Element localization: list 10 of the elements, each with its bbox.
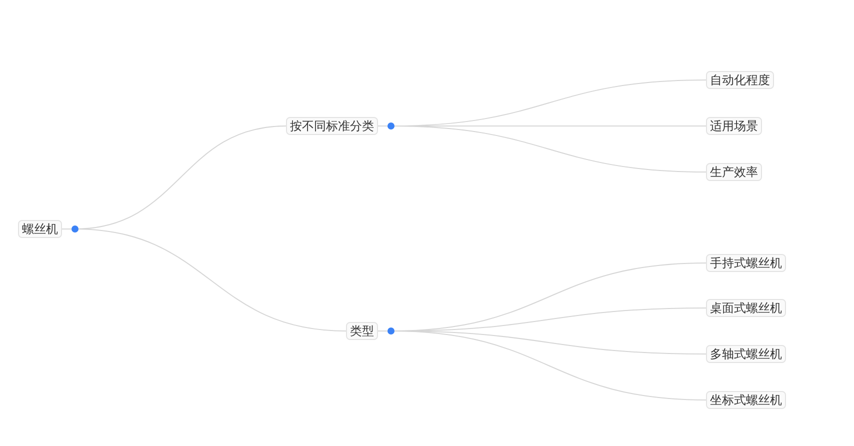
topic-label: 按不同标准分类 bbox=[286, 117, 378, 135]
topic-label: 自动化程度 bbox=[706, 71, 774, 89]
topic-label: 螺丝机 bbox=[18, 220, 62, 238]
topic-label: 手持式螺丝机 bbox=[706, 254, 786, 272]
topic-label: 生产效率 bbox=[706, 163, 762, 181]
topic-label: 适用场景 bbox=[706, 117, 762, 135]
topic-label: 类型 bbox=[346, 322, 378, 340]
topic-label: 桌面式螺丝机 bbox=[706, 299, 786, 317]
topic-label: 多轴式螺丝机 bbox=[706, 345, 786, 363]
topic-label: 坐标式螺丝机 bbox=[706, 391, 786, 409]
